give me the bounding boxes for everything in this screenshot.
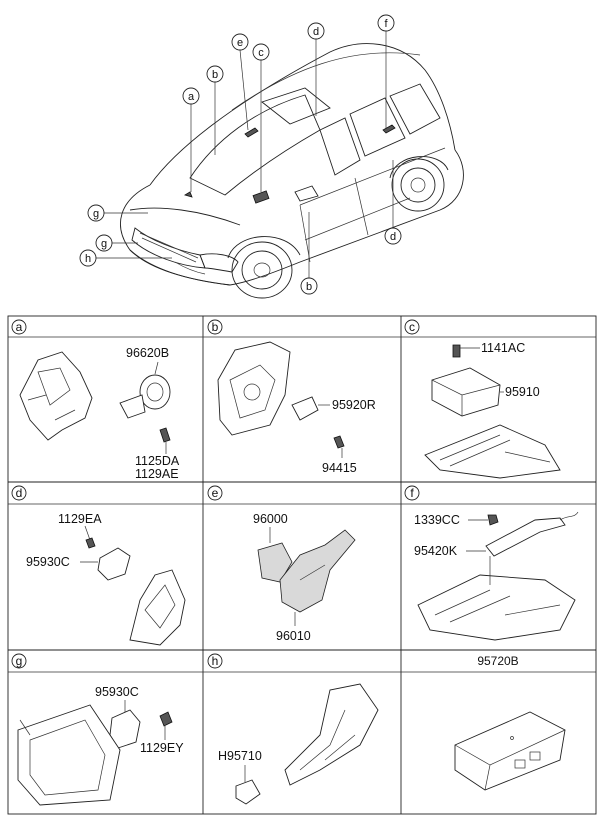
sensor-95930C-d — [97, 547, 131, 581]
panel-b-header-circle — [207, 319, 223, 335]
pillar-bracket-d — [129, 569, 186, 646]
floor-tunnel-c — [424, 424, 561, 479]
radiator-support-g — [17, 704, 121, 806]
parts-grid — [7, 315, 597, 815]
panel-h: h H95710 — [207, 653, 379, 805]
panel-d-header-circle — [11, 485, 27, 501]
panel-b-header: b — [212, 320, 219, 334]
cover-96010 — [279, 529, 356, 613]
callout-d-top — [307, 22, 325, 40]
screw-icon — [333, 435, 345, 449]
panel-f-header-circle — [404, 485, 420, 501]
part-95910: 95910 — [505, 385, 540, 399]
callout-g-upper-label: g — [93, 208, 99, 220]
callout-d-side — [384, 227, 402, 245]
callout-f — [377, 14, 395, 32]
vehicle-callouts: a b c e d f d b g g h — [79, 14, 402, 295]
part-95920R: 95920R — [332, 398, 376, 412]
panel-95720B: 95720B — [454, 654, 566, 791]
callout-g-upper — [87, 204, 105, 222]
callout-c-label: c — [258, 47, 264, 59]
callout-h-label: h — [85, 253, 91, 265]
sensor-H95710 — [235, 779, 261, 805]
part-1129EY: 1129EY — [140, 741, 184, 755]
panel-a-header: a — [16, 320, 23, 334]
control-unit-95720B — [454, 711, 566, 791]
part-95930C-d: 95930C — [26, 555, 70, 569]
panel-c-header-circle — [404, 319, 420, 335]
harness-95420K — [485, 517, 566, 557]
door-panel-b — [217, 341, 291, 436]
callout-b-bottom-label: b — [306, 281, 312, 293]
callout-b-label: b — [212, 69, 218, 81]
sensor-95920R — [291, 396, 319, 421]
callout-e — [231, 33, 249, 51]
panel-d-header: d — [16, 486, 23, 500]
panel-e-header-circle — [207, 485, 223, 501]
callout-a — [182, 87, 200, 105]
callout-b — [206, 65, 224, 83]
part-96010: 96010 — [276, 629, 311, 643]
panel-f-header: f — [410, 486, 414, 500]
panel-95720B-header: 95720B — [477, 654, 518, 668]
part-1141AC: 1141AC — [481, 341, 525, 355]
callout-f-label: f — [384, 18, 388, 30]
panel-f: f 1339CC 95420K — [404, 485, 579, 641]
floor-panel-f — [417, 574, 576, 641]
horn-96620B — [139, 374, 171, 410]
bolt-1129EY-icon — [159, 711, 173, 727]
panel-c-header: c — [409, 320, 415, 334]
part-95420K: 95420K — [414, 544, 458, 558]
panel-d: d 1129EA 95930C — [11, 485, 186, 646]
panel-h-header-circle — [207, 653, 223, 669]
bolt-1129EA-icon — [85, 537, 96, 549]
vehicle-illustration — [120, 43, 464, 299]
part-96620B: 96620B — [126, 346, 169, 360]
panel-a: a 96620B 1125DA 1129AE — [11, 319, 180, 481]
callout-g-lower-label: g — [101, 238, 107, 250]
airbag-module-95910 — [431, 367, 501, 417]
part-96000: 96000 — [253, 512, 288, 526]
part-1129AE: 1129AE — [135, 467, 179, 481]
panel-h-header: h — [212, 654, 219, 668]
bolt-1141AC-icon — [452, 344, 461, 358]
part-94415: 94415 — [322, 461, 357, 475]
panel-g-header: g — [16, 654, 23, 668]
callout-d-side-label: d — [390, 231, 396, 243]
nut-1339CC-icon — [487, 514, 499, 526]
part-1125DA: 1125DA — [135, 454, 180, 468]
panel-e-header: e — [212, 486, 219, 500]
panel-g: g 95930C 1129EY — [11, 653, 184, 806]
callout-e-label: e — [237, 37, 243, 49]
callout-d-top-label: d — [313, 26, 319, 38]
part-1129EA: 1129EA — [58, 512, 102, 526]
callout-a-label: a — [188, 91, 195, 103]
callout-h — [79, 249, 97, 267]
callout-c — [252, 43, 270, 61]
callout-g-lower — [95, 234, 113, 252]
part-H95710: H95710 — [218, 749, 262, 763]
part-95930C-g: 95930C — [95, 685, 139, 699]
callout-b-bottom — [300, 277, 318, 295]
panel-c: c 1141AC 95910 — [404, 319, 561, 479]
panel-b: b 95920R 94415 — [207, 319, 376, 475]
part-1339CC: 1339CC — [414, 513, 460, 527]
panel-e: e 96000 96010 — [207, 485, 356, 643]
body-bracket-a — [19, 351, 93, 441]
side-member-h — [284, 683, 379, 786]
panel-a-header-circle — [11, 319, 27, 335]
bolt-icon — [159, 427, 171, 443]
panel-g-header-circle — [11, 653, 27, 669]
